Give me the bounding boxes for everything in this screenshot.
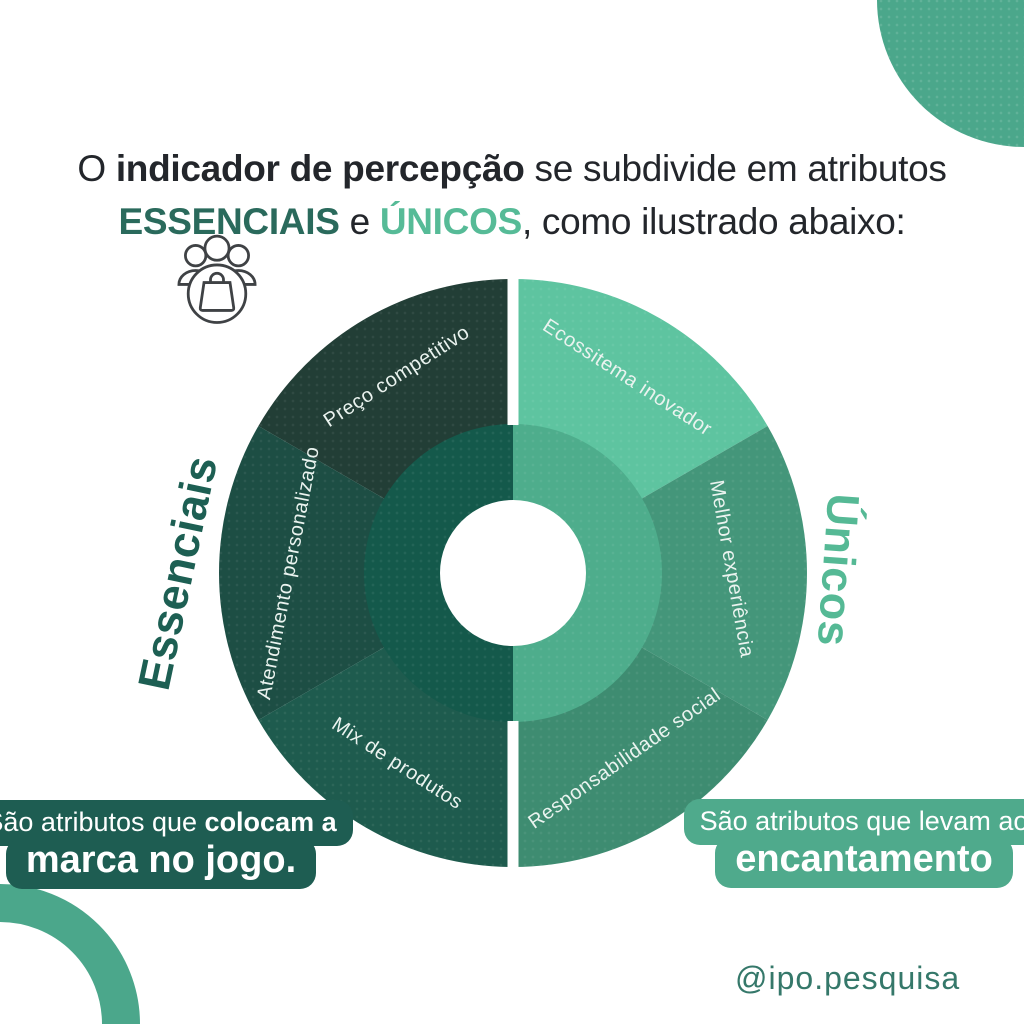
top-right-circle-decoration	[877, 0, 1024, 147]
note-bold-text: colocam a	[204, 807, 337, 837]
divider-top	[507, 277, 519, 425]
essenciais-note-line2: marca no jogo.	[5, 838, 317, 889]
headline-text: , como ilustrado abaixo:	[521, 201, 906, 242]
people-with-shopping-bag-icon	[177, 234, 257, 324]
center-hub	[440, 500, 586, 646]
note-text: São atributos que	[0, 807, 205, 837]
inner-ring-left	[364, 424, 513, 722]
headline-line2: ESSENCIAIS e ÚNICOS, como ilustrado abai…	[0, 195, 1024, 248]
unicos-note-line2: encantamento	[715, 837, 1013, 888]
headline-text: se subdivide em atributos	[524, 148, 947, 189]
inner-ring-right	[513, 424, 662, 722]
unicos-word: ÚNICOS	[379, 201, 522, 242]
wheel-svg	[219, 277, 807, 869]
headline-line1: O indicador de percepção se subdivide em…	[0, 142, 1024, 195]
headline: O indicador de percepção se subdivide em…	[0, 142, 1024, 248]
instagram-handle: @ipo.pesquisa	[735, 960, 961, 996]
headline-text: e	[339, 201, 380, 242]
essenciais-word: ESSENCIAIS	[118, 201, 340, 242]
divider-bottom	[507, 721, 519, 869]
headline-bold-text: indicador de percepção	[115, 148, 525, 189]
right-side-label-unicos: Únicos	[807, 491, 870, 649]
essenciais-note: São atributos que colocam a marca no jog…	[0, 800, 353, 889]
unicos-note: São atributos que levam ao encantamento	[683, 799, 1024, 888]
perception-wheel: Preço competitivo Atendimento personaliz…	[177, 234, 809, 869]
bottom-left-ring-decoration	[0, 884, 140, 1024]
left-side-label-essenciais: Essenciais	[127, 451, 228, 695]
headline-text: O	[77, 148, 116, 189]
